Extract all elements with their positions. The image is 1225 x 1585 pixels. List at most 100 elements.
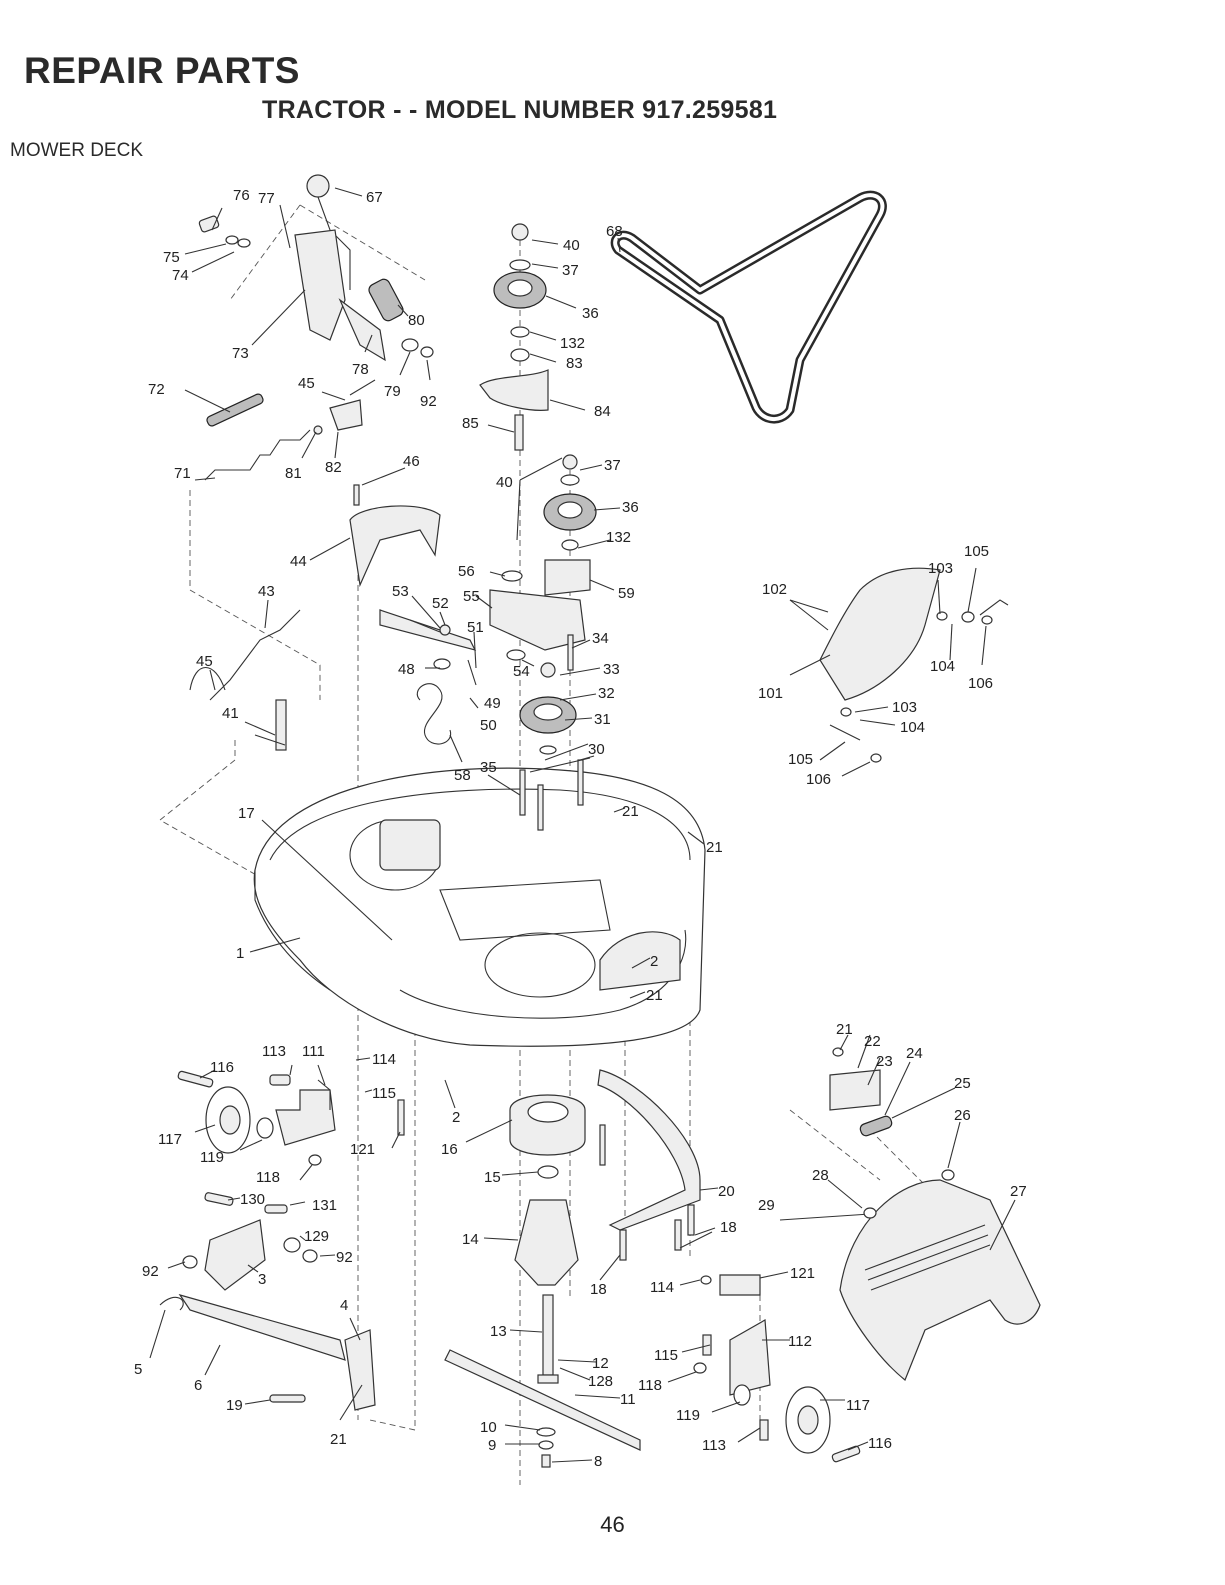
callout-37b: 37 (604, 457, 621, 474)
callout-21d: 21 (330, 1431, 347, 1448)
callout-50: 50 (480, 717, 497, 734)
callout-92b: 92 (336, 1249, 353, 1266)
callout-27: 27 (1010, 1183, 1027, 1200)
callout-49: 49 (484, 695, 501, 712)
callout-81: 81 (285, 465, 302, 482)
callout-18a: 18 (720, 1219, 737, 1236)
callout-19: 19 (226, 1397, 243, 1414)
callout-101: 101 (758, 685, 783, 702)
callout-117a: 117 (158, 1131, 182, 1148)
callout-117b: 117 (846, 1397, 870, 1414)
callout-82: 82 (325, 459, 342, 476)
callout-15: 15 (484, 1169, 501, 1186)
callout-45b: 45 (196, 653, 213, 670)
callout-102: 102 (762, 581, 787, 598)
callout-9: 9 (488, 1437, 496, 1454)
callout-116b: 116 (868, 1435, 892, 1452)
callout-56: 56 (458, 563, 475, 580)
callout-84: 84 (594, 403, 611, 420)
callout-112: 112 (788, 1333, 812, 1350)
callout-114a: 114 (372, 1051, 396, 1068)
callout-103b: 103 (892, 699, 917, 716)
leader-lines (149, 187, 1016, 1463)
callout-121a: 121 (350, 1141, 375, 1158)
callout-121b: 121 (790, 1265, 815, 1282)
idler-arm-bracket (379, 570, 586, 745)
callout-104: 104 (930, 658, 955, 675)
callout-115b: 115 (654, 1347, 678, 1364)
callout-5: 5 (134, 1361, 142, 1378)
page-title: REPAIR PARTS (24, 50, 300, 91)
callout-114b: 114 (650, 1279, 674, 1296)
callout-119b: 119 (676, 1407, 700, 1424)
callout-130: 130 (240, 1191, 265, 1208)
callout-45: 45 (298, 375, 315, 392)
callout-48: 48 (398, 661, 415, 678)
callout-116a: 116 (210, 1059, 234, 1076)
page-number: 46 (600, 1512, 625, 1537)
callout-41: 41 (222, 705, 239, 722)
callout-2a: 2 (650, 953, 658, 970)
callout-115a: 115 (372, 1085, 396, 1102)
callout-73: 73 (232, 345, 249, 362)
callout-113b: 113 (702, 1437, 726, 1454)
callout-17: 17 (238, 805, 255, 822)
callout-12: 12 (592, 1355, 609, 1372)
callout-36b: 36 (622, 499, 639, 516)
callout-4: 4 (340, 1297, 348, 1314)
callout-33: 33 (603, 661, 620, 678)
callout-51: 51 (467, 619, 484, 636)
callout-83: 83 (566, 355, 583, 372)
callout-131: 131 (312, 1197, 337, 1214)
callout-118a: 118 (256, 1169, 280, 1186)
callout-21c: 21 (646, 987, 663, 1004)
mower-deck-housing (253, 767, 706, 1047)
callout-14: 14 (462, 1231, 479, 1248)
callout-22: 22 (864, 1033, 881, 1050)
callout-103: 103 (928, 560, 953, 577)
callout-119a: 119 (200, 1149, 224, 1166)
callout-105b: 105 (788, 751, 813, 768)
callout-72: 72 (148, 381, 165, 398)
rear-baffle (597, 1069, 701, 1261)
callout-53: 53 (392, 583, 409, 600)
callout-25: 25 (954, 1075, 971, 1092)
callout-44: 44 (290, 553, 307, 570)
callout-113a: 113 (262, 1043, 286, 1060)
callout-76: 76 (233, 187, 250, 204)
callout-129: 129 (304, 1228, 329, 1245)
gauge-wheel-left (177, 1070, 405, 1166)
callout-55: 55 (463, 588, 480, 605)
callout-21b: 21 (706, 839, 723, 856)
callout-111: 111 (302, 1043, 325, 1060)
callout-3: 3 (258, 1271, 266, 1288)
callout-46: 46 (403, 453, 420, 470)
callout-52: 52 (432, 595, 449, 612)
callout-59: 59 (618, 585, 635, 602)
callout-34: 34 (592, 630, 609, 647)
belt-guide (349, 484, 441, 588)
drive-pulley-stack (519, 634, 584, 831)
callout-128: 128 (588, 1373, 613, 1390)
callout-29: 29 (758, 1197, 775, 1214)
callout-105: 105 (964, 543, 989, 560)
lift-lever-assembly (198, 174, 434, 362)
callout-92c: 92 (142, 1263, 159, 1280)
front-hanger-assembly (159, 1192, 376, 1411)
callout-36: 36 (582, 305, 599, 322)
drive-belt (610, 190, 887, 424)
callout-54: 54 (513, 663, 530, 680)
lift-links-springs (204, 379, 376, 481)
callout-58: 58 (454, 767, 471, 784)
callout-24: 24 (906, 1045, 923, 1062)
callout-77: 77 (258, 190, 275, 207)
callout-106b: 106 (806, 771, 831, 788)
callout-80: 80 (408, 312, 425, 329)
discharge-chute (779, 1047, 1041, 1381)
section-heading: MOWER DECK (10, 140, 143, 161)
callout-6: 6 (194, 1377, 202, 1394)
callout-20: 20 (718, 1183, 735, 1200)
callout-23: 23 (876, 1053, 893, 1070)
callout-71: 71 (174, 465, 191, 482)
callout-43: 43 (258, 583, 275, 600)
